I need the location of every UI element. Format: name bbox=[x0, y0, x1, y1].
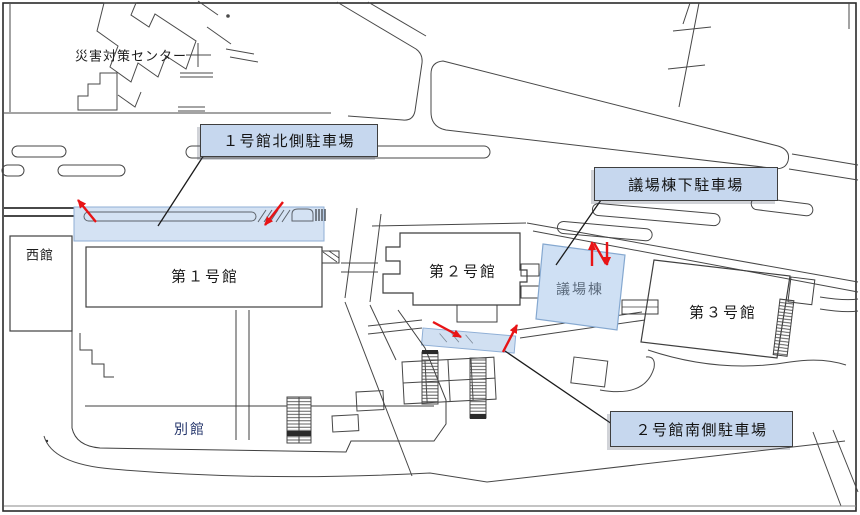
stairs-center bbox=[421, 350, 487, 419]
annex-outline bbox=[71, 307, 447, 453]
callout-building1-north-parking: １号館北側駐車場 bbox=[200, 124, 378, 157]
leader-assembly-hall-under bbox=[555, 199, 602, 266]
building-1-outline bbox=[85, 246, 323, 308]
leader-lines bbox=[157, 154, 613, 425]
red-arrows bbox=[77, 199, 611, 353]
site-details bbox=[45, 350, 655, 444]
building-label-disaster-center: 災害対策センター bbox=[74, 48, 188, 64]
callout-building2-south-parking: ２号館南側駐車場 bbox=[610, 411, 793, 447]
parking-zones bbox=[73, 206, 517, 354]
building-label-building-1: 第１号館 bbox=[170, 268, 240, 286]
parking-zone-building1-north bbox=[73, 206, 325, 242]
arrow-strip2-in bbox=[432, 320, 462, 339]
parking-strip-detail bbox=[83, 208, 326, 223]
leader-building2-south bbox=[504, 350, 613, 425]
arrow-strip1-east bbox=[264, 201, 284, 226]
west-wing-outline bbox=[9, 235, 73, 332]
building-label-building-3: 第３号館 bbox=[688, 304, 758, 322]
arrow-strip1-west bbox=[77, 199, 97, 223]
leader-building1-north bbox=[157, 154, 205, 227]
callout-assembly-hall-under-parking: 議場棟下駐車場 bbox=[594, 167, 778, 201]
arrow-strip2-out bbox=[501, 324, 519, 353]
building-label-annex: 別館 bbox=[174, 421, 206, 437]
building-2-outline bbox=[382, 232, 528, 306]
disaster-center-outline bbox=[77, 0, 259, 112]
building-label-building-2: 第２号館 bbox=[428, 263, 498, 281]
parking-zone-building2-south bbox=[420, 327, 517, 354]
building-3-outline bbox=[640, 259, 791, 359]
building-label-assembly-hall: 議場棟 bbox=[556, 281, 604, 297]
stairs-annex bbox=[286, 396, 312, 444]
building-label-west-wing: 西館 bbox=[25, 247, 55, 263]
road-edge-lines bbox=[4, 207, 74, 217]
